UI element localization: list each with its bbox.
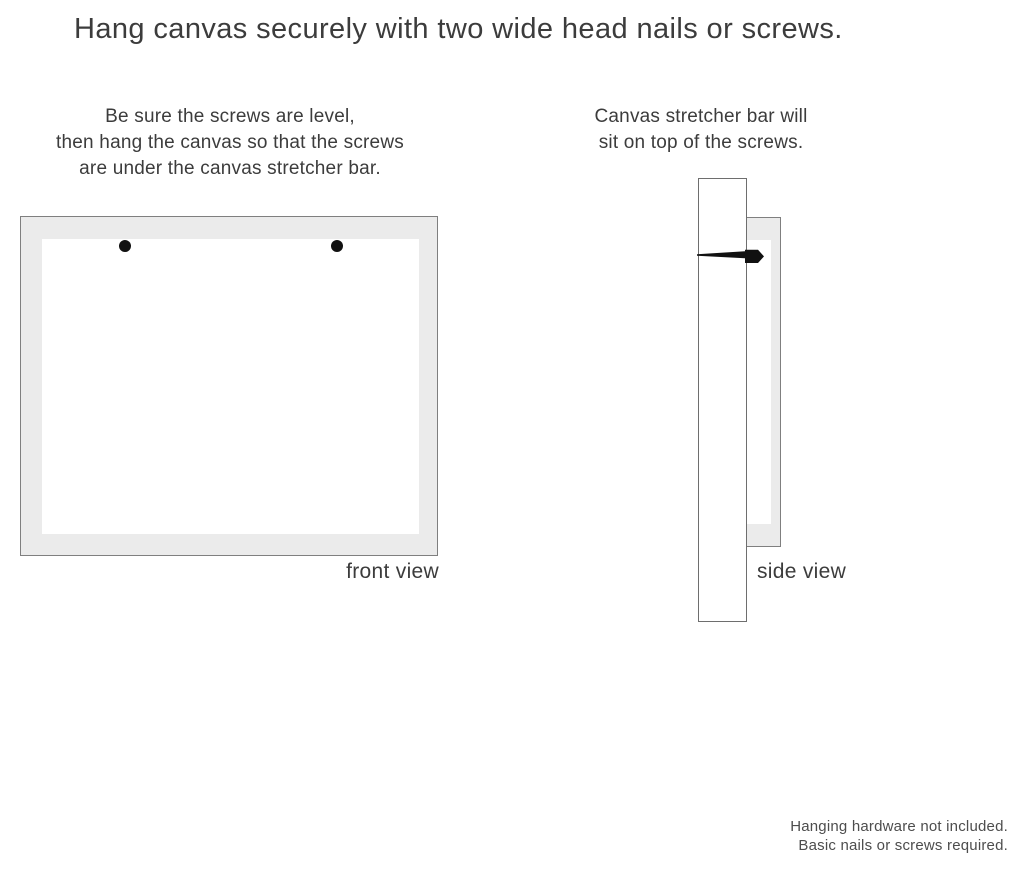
instruction-line: then hang the canvas so that the screws	[56, 132, 404, 153]
nail-side-icon	[697, 249, 764, 263]
nail-head-left-icon	[119, 240, 131, 252]
side-view-label: side view	[757, 560, 847, 583]
side-view-instructions: Canvas stretcher bar will sit on top of …	[571, 104, 831, 156]
footnote-line: Hanging hardware not included.	[790, 818, 1008, 835]
front-view-label: front view	[346, 560, 439, 583]
canvas-side-face	[746, 240, 771, 524]
page-title: Hang canvas securely with two wide head …	[74, 13, 843, 45]
nail-head-right-icon	[331, 240, 343, 252]
hardware-footnote: Hanging hardware not included. Basic nai…	[688, 817, 1008, 855]
stretcher-bar	[698, 178, 747, 622]
instruction-line: are under the canvas stretcher bar.	[79, 158, 381, 179]
front-view-instructions: Be sure the screws are level, then hang …	[20, 104, 440, 182]
canvas-front-face	[42, 239, 419, 534]
instruction-line: Be sure the screws are level,	[105, 106, 355, 127]
instruction-line: sit on top of the screws.	[598, 132, 804, 153]
footnote-line: Basic nails or screws required.	[798, 837, 1008, 854]
instruction-line: Canvas stretcher bar will	[594, 106, 808, 127]
